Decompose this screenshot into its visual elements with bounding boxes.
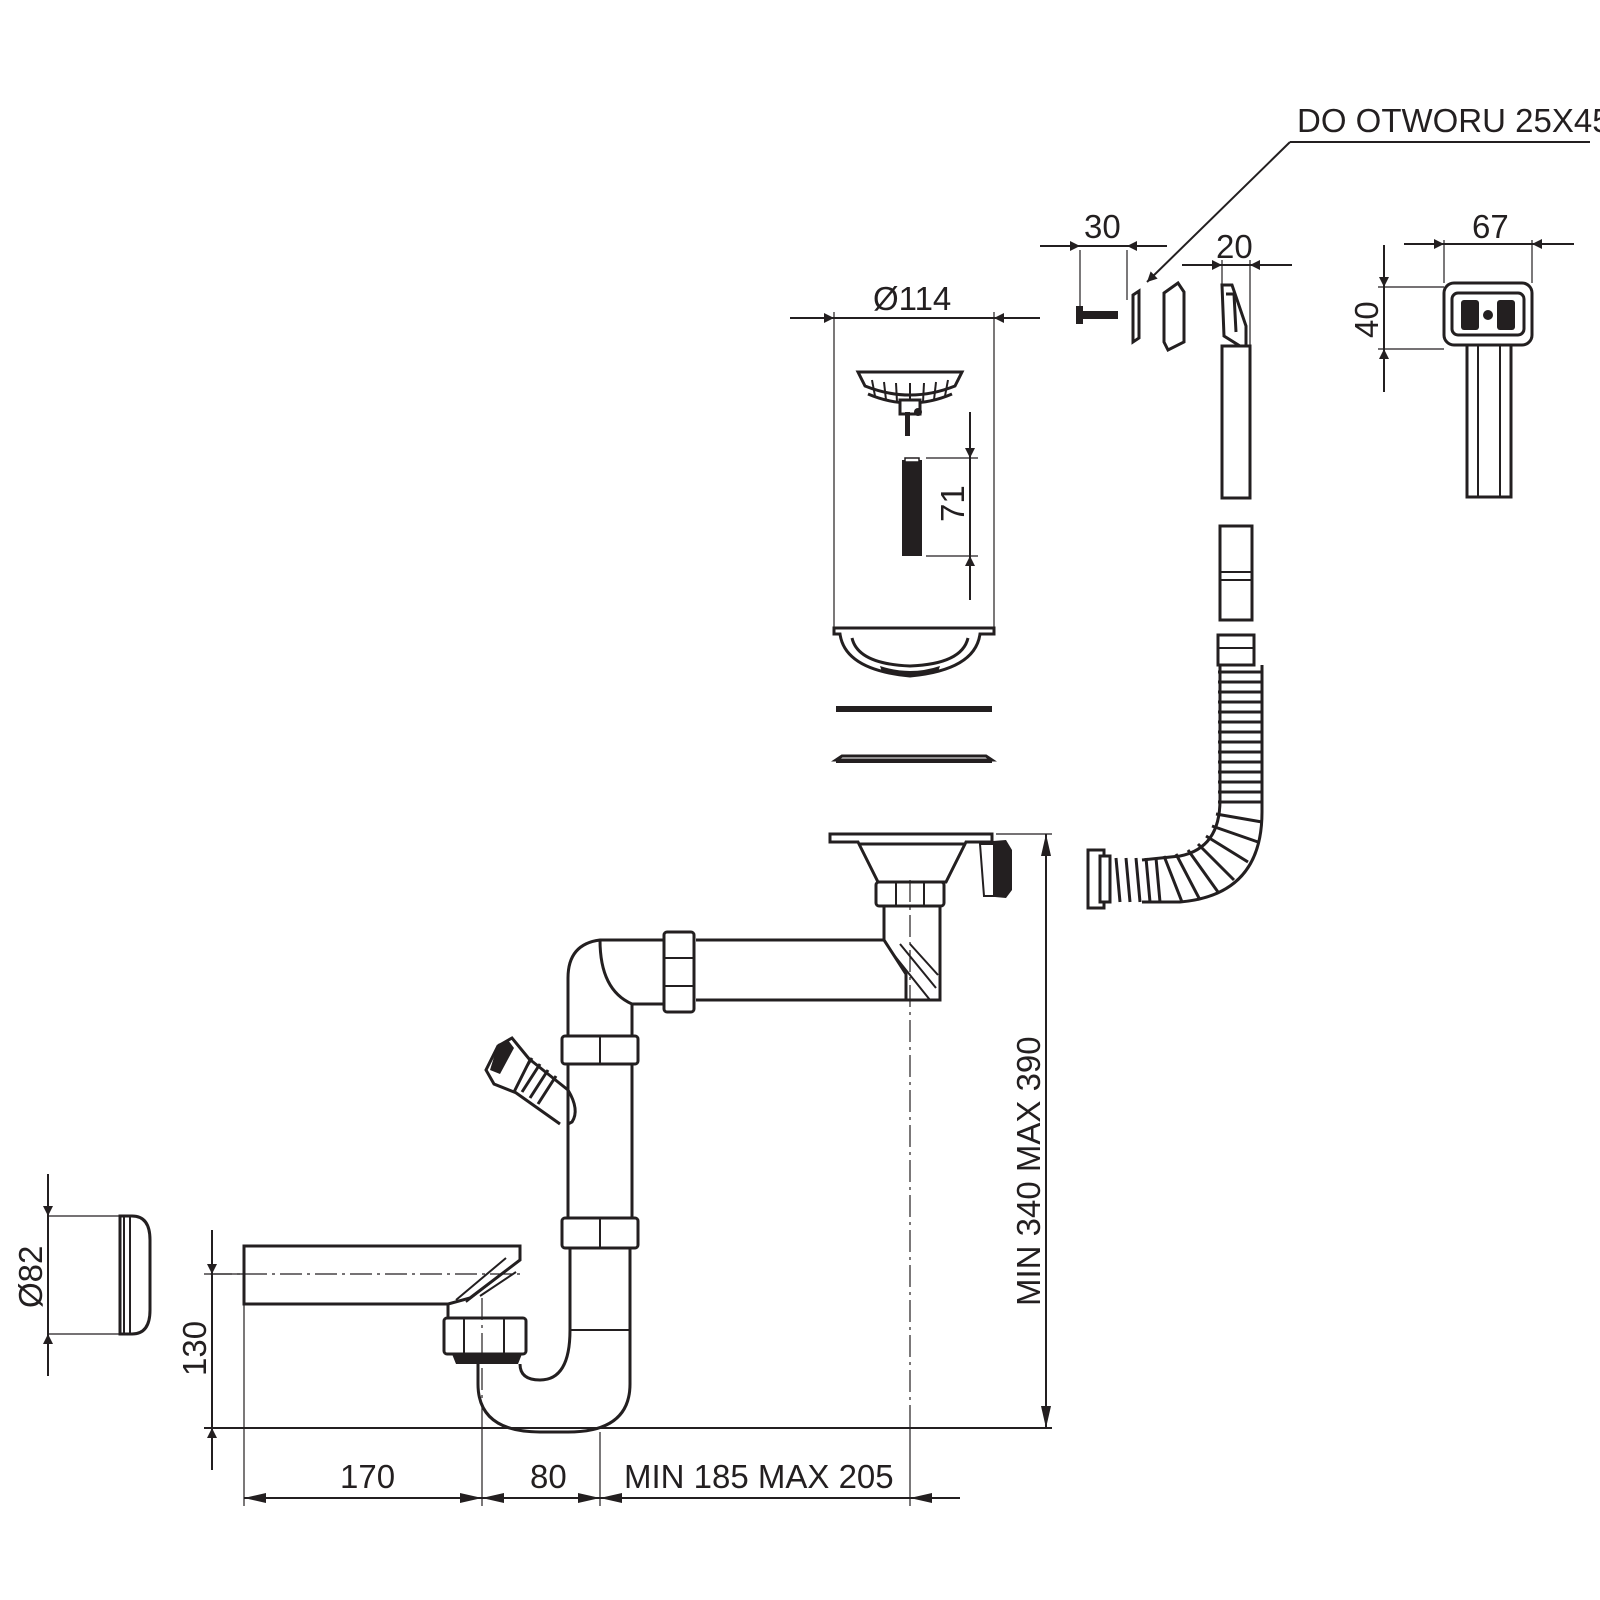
- overflow-width-label: 30: [1084, 208, 1121, 245]
- horiz-b-label: 80: [530, 1458, 567, 1495]
- dimension-horizontal: 170 80 MIN 185 MAX 205: [243, 1304, 960, 1506]
- overflow-hose: [1086, 524, 1264, 910]
- plug-stroke-label: 71: [934, 485, 971, 522]
- siphon-body: [210, 832, 1012, 1434]
- cap-diameter-label: Ø82: [12, 1246, 49, 1308]
- hole-note-group: DO OTWORU 25X45: [1146, 102, 1600, 283]
- horiz-c-label: MIN 185 MAX 205: [624, 1458, 894, 1495]
- overflow-screw-parts: 30: [1040, 208, 1186, 353]
- hole-note-label: DO OTWORU 25X45: [1297, 102, 1600, 139]
- outlet-height-label: 130: [176, 1321, 213, 1376]
- strainer-group: Ø114 71: [790, 280, 1040, 763]
- grille-width-label: 67: [1472, 208, 1509, 245]
- strainer-diameter-label: Ø114: [873, 280, 951, 317]
- wall-cap: Ø82: [12, 1174, 152, 1376]
- overflow-grille: 67 40: [1348, 208, 1574, 499]
- grille-height-label: 40: [1348, 301, 1385, 338]
- dimension-130: 130: [176, 1230, 244, 1470]
- horiz-a-label: 170: [340, 1458, 395, 1495]
- corrugation-lines: [1104, 670, 1263, 903]
- overflow-body: 20: [1182, 228, 1292, 500]
- dimension-total-height: MIN 340 MAX 390: [996, 833, 1052, 1428]
- overflow-tube-label: 20: [1216, 228, 1253, 265]
- total-height-label: MIN 340 MAX 390: [1010, 1036, 1047, 1306]
